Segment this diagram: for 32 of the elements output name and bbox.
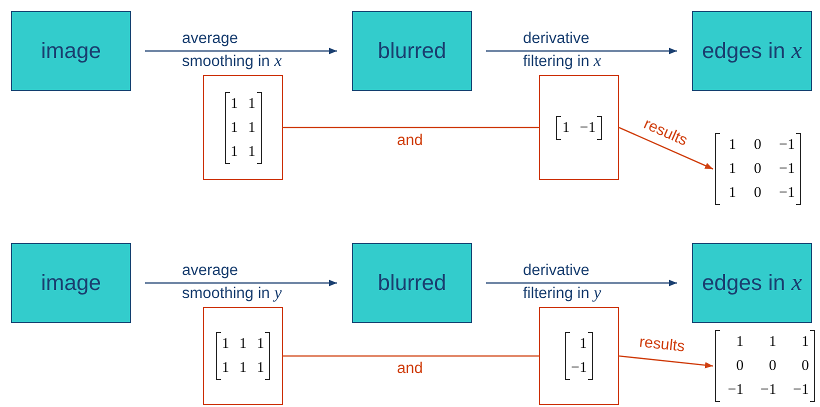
process-box: image [11,243,131,323]
arrow [618,126,714,170]
process-box: blurred [352,243,472,323]
edge-label: average smoothing in x [182,29,283,72]
matrix: 1 −1 [556,116,602,140]
edge-label: results [640,114,691,152]
edge-label: and [397,359,423,379]
filter-box [539,75,619,180]
process-box: image [11,11,131,91]
process-box: blurred [352,11,472,91]
edge-label: results [638,332,686,358]
arrow [145,48,337,54]
filter-box [203,75,283,180]
connector-line [283,126,539,128]
process-box: edges in x [692,243,812,323]
filter-box [539,307,619,405]
edge-label: and [397,130,423,150]
arrow [145,280,337,286]
matrix: 1 1 1 1 1 1 [224,92,262,164]
edge-label: derivative filtering in y [523,261,602,304]
process-box: edges in x [692,11,812,91]
edge-label: average smoothing in y [182,261,283,304]
filter-box [203,307,283,405]
matrix: 1 1 1 0 0 0 −1 −1 −1 [715,330,815,402]
connector-line [283,355,539,357]
matrix: 1 1 1 1 1 1 [216,332,270,380]
edge-label: derivative filtering in x [523,29,602,72]
arrow [486,48,677,54]
arrow [486,280,677,286]
matrix: 1 −1 [565,332,593,380]
matrix: 1 0 −1 1 0 −1 1 0 −1 [715,133,801,205]
arrow [618,355,714,368]
